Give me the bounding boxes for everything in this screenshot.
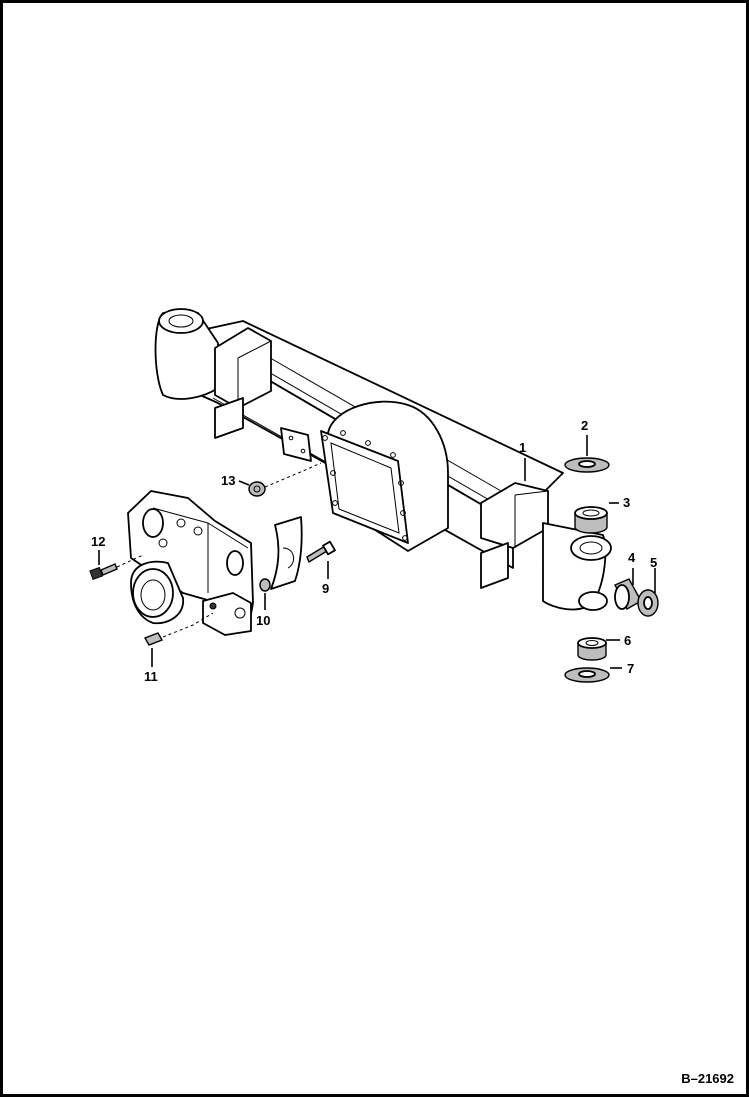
callout-13: 13	[221, 473, 235, 488]
callout-1: 1	[519, 440, 526, 455]
clamp-bolt	[306, 540, 336, 564]
lower-bushing	[577, 637, 607, 661]
bracket-bolt	[89, 563, 118, 581]
callout-3: 3	[623, 495, 630, 510]
axle-housing	[154, 308, 612, 611]
callout-5: 5	[650, 555, 657, 570]
callout-12: 12	[91, 534, 105, 549]
pivot-washer	[637, 589, 659, 617]
callout-10: 10	[256, 613, 270, 628]
lower-washer	[564, 667, 610, 683]
axle-exploded-diagram: 1 2 3 4 5 6 7 9 10 11 12 13	[89, 308, 659, 684]
dowel-pin	[143, 632, 164, 646]
leader-13	[238, 480, 250, 486]
small-bushing	[259, 578, 271, 592]
upper-bushing	[574, 506, 608, 534]
pivot-bushing	[614, 578, 642, 610]
callout-4: 4	[628, 550, 636, 565]
pivot-bracket	[127, 490, 254, 636]
callout-11: 11	[144, 669, 158, 684]
figure-code: B–21692	[681, 1071, 734, 1086]
upper-washer	[564, 457, 610, 473]
callout-6: 6	[624, 633, 631, 648]
nut	[248, 481, 266, 497]
callout-9: 9	[322, 581, 329, 596]
callout-2: 2	[581, 418, 588, 433]
clamp-half	[270, 516, 303, 590]
callout-7: 7	[627, 661, 634, 676]
